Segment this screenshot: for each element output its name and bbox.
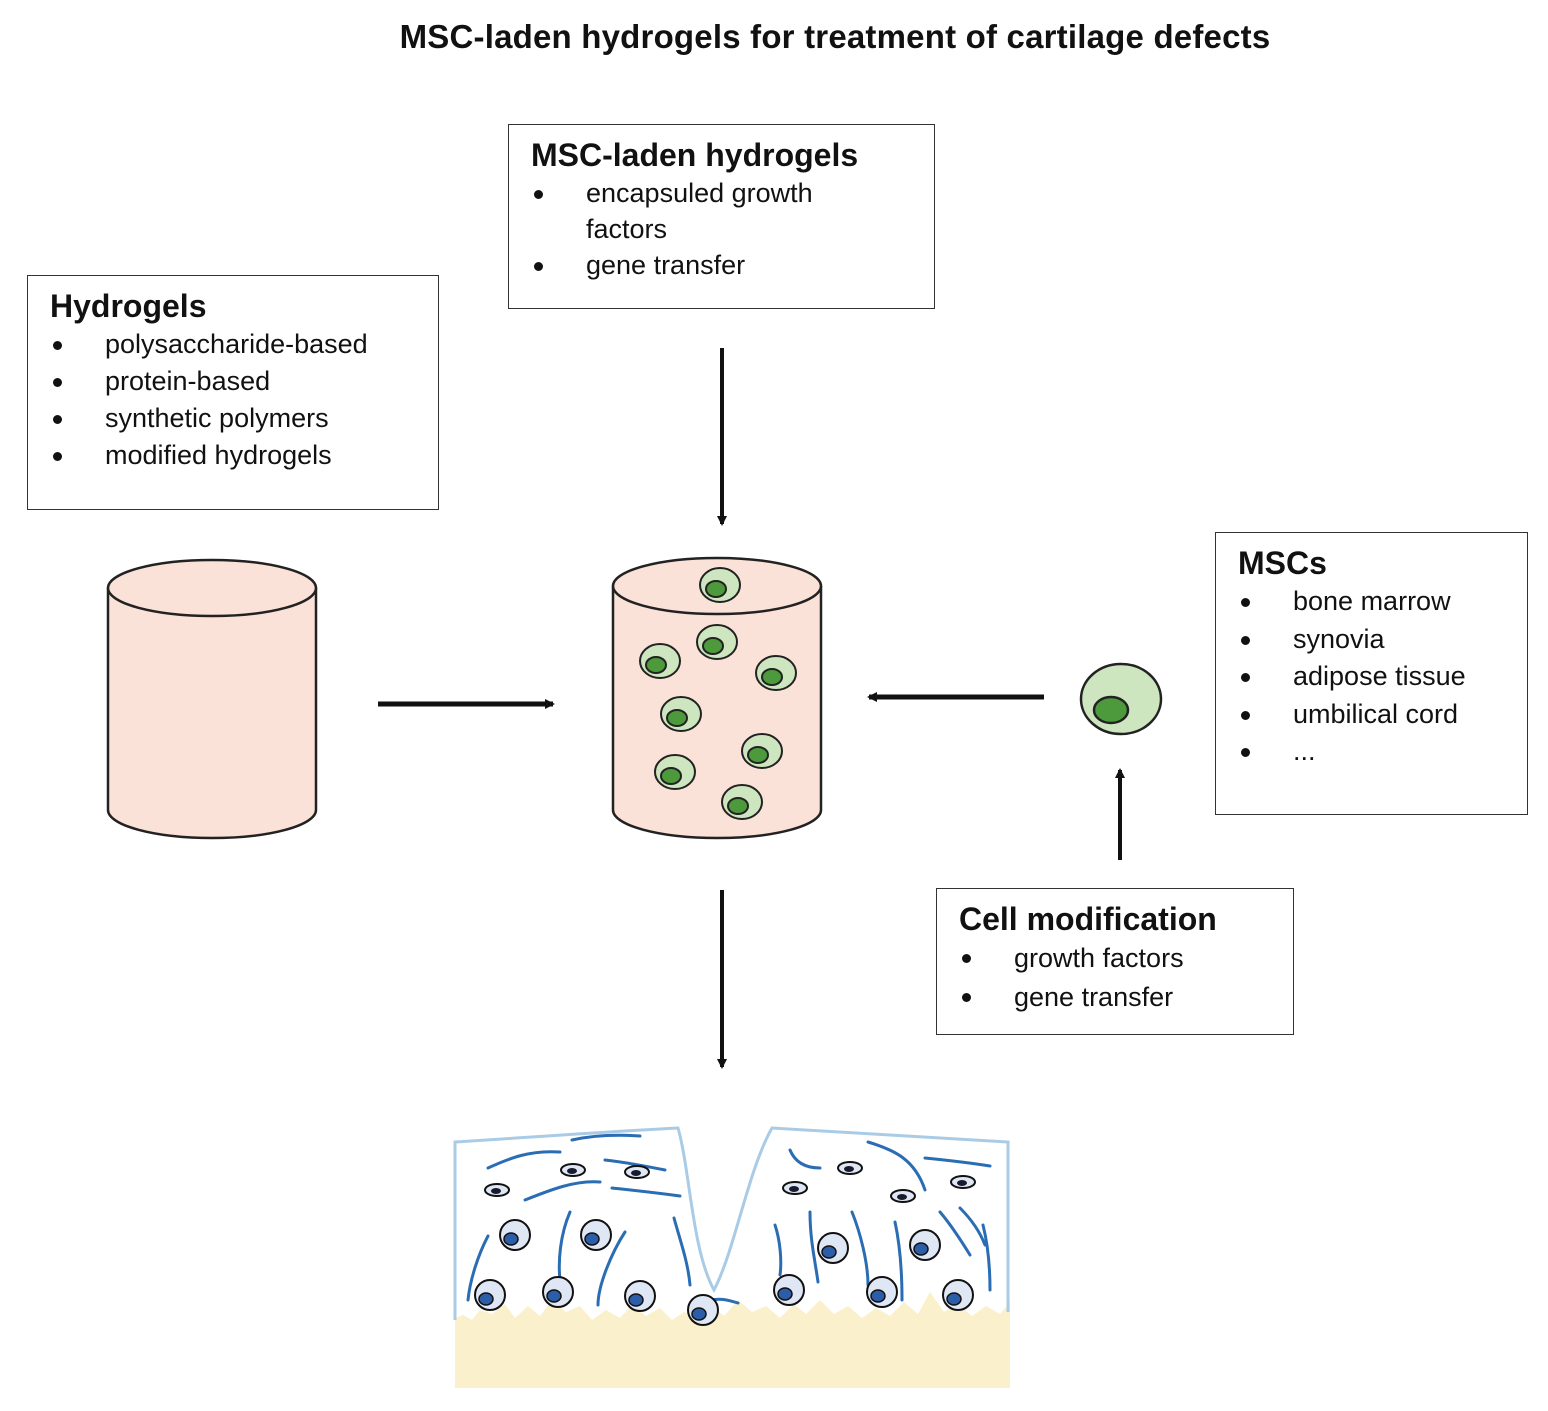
subchondral-bone bbox=[455, 1292, 1010, 1388]
list-item: gene transfer bbox=[531, 247, 914, 283]
chondrocyte bbox=[817, 1232, 849, 1264]
list-item: synovia bbox=[1238, 621, 1507, 659]
msc-cell bbox=[1079, 662, 1163, 736]
collagen-fiber bbox=[893, 1220, 904, 1302]
collagen-fiber bbox=[981, 1223, 992, 1292]
collagen-fiber bbox=[466, 1234, 490, 1302]
cartilage-defect bbox=[453, 1126, 1010, 1388]
chondrocyte bbox=[687, 1294, 719, 1326]
encapsulated-cell bbox=[721, 784, 763, 820]
surface-chondrocyte bbox=[560, 1163, 586, 1177]
mscs-list: bone marrow synovia adipose tissue umbil… bbox=[1238, 583, 1507, 771]
collagen-fiber bbox=[610, 1186, 682, 1198]
chondrocyte bbox=[773, 1274, 805, 1306]
surface-chondrocyte bbox=[837, 1161, 863, 1175]
collagen-fiber bbox=[672, 1216, 692, 1287]
list-item: encapsuled growth factors bbox=[531, 175, 836, 247]
collagen-fiber bbox=[570, 1133, 642, 1142]
mscs-box: MSCs bone marrow synovia adipose tissue … bbox=[1215, 532, 1528, 815]
msc-laden-hydrogels-box-title: MSC-laden hydrogels bbox=[531, 137, 859, 173]
collagen-fiber bbox=[866, 1140, 927, 1192]
encapsulated-cell bbox=[699, 567, 741, 603]
cell-modification-list: growth factors gene transfer bbox=[959, 939, 1273, 1017]
hydrogels-box-title: Hydrogels bbox=[50, 288, 207, 324]
list-item: adipose tissue bbox=[1238, 658, 1507, 696]
mscs-box-title: MSCs bbox=[1238, 545, 1327, 581]
collagen-fiber bbox=[603, 1158, 667, 1172]
collagen-fiber bbox=[773, 1223, 783, 1277]
list-item: umbilical cord bbox=[1238, 696, 1507, 734]
collagen-fiber bbox=[958, 1206, 987, 1247]
msc-laden-hydrogels-box: MSC-laden hydrogels encapsuled growth fa… bbox=[508, 124, 935, 309]
list-item: bone marrow bbox=[1238, 583, 1507, 621]
collagen-fiber bbox=[557, 1210, 572, 1282]
encapsulated-cell bbox=[696, 624, 738, 660]
msc-laden-hydrogel-cylinder bbox=[611, 556, 823, 840]
surface-chondrocyte bbox=[624, 1165, 650, 1179]
cartilage-outline bbox=[453, 1126, 1010, 1320]
chondrocyte bbox=[909, 1229, 941, 1261]
cell-modification-box-title: Cell modification bbox=[959, 901, 1217, 937]
collagen-fiber bbox=[788, 1148, 822, 1170]
hydrogel-cylinder bbox=[106, 558, 318, 840]
list-item: growth factors bbox=[959, 939, 1273, 978]
list-item: gene transfer bbox=[959, 978, 1273, 1017]
encapsulated-cell bbox=[639, 643, 681, 679]
encapsulated-cells bbox=[639, 567, 797, 820]
hydrogels-list: polysaccharide-based protein-based synth… bbox=[50, 326, 418, 474]
chondrocyte bbox=[499, 1219, 531, 1251]
cell-modification-box: Cell modification growth factors gene tr… bbox=[936, 888, 1294, 1035]
hydrogels-box: Hydrogels polysaccharide-based protein-b… bbox=[27, 275, 439, 510]
collagen-fiber bbox=[850, 1210, 870, 1287]
list-item: ... bbox=[1238, 733, 1507, 771]
surface-chondrocyte bbox=[484, 1183, 510, 1197]
surface-chondrocyte bbox=[950, 1175, 976, 1189]
chondrocyte bbox=[624, 1280, 656, 1312]
encapsulated-cell bbox=[755, 655, 797, 691]
chondrocyte bbox=[542, 1276, 574, 1308]
chondrocytes bbox=[474, 1161, 976, 1326]
collagen-fibers bbox=[466, 1133, 992, 1307]
msc-laden-hydrogels-list: encapsuled growth factors gene transfer bbox=[531, 175, 914, 283]
chondrocyte bbox=[942, 1279, 974, 1311]
chondrocyte bbox=[474, 1279, 506, 1311]
encapsulated-cell bbox=[654, 754, 696, 790]
collagen-fiber bbox=[808, 1210, 820, 1284]
surface-chondrocyte bbox=[890, 1189, 916, 1203]
surface-chondrocyte bbox=[782, 1181, 808, 1195]
encapsulated-cell bbox=[660, 696, 702, 732]
chondrocyte bbox=[580, 1219, 612, 1251]
encapsulated-cell bbox=[741, 733, 783, 769]
collagen-fiber bbox=[486, 1150, 562, 1170]
list-item: protein-based bbox=[50, 363, 418, 400]
list-item: polysaccharide-based bbox=[50, 326, 418, 363]
collagen-fiber bbox=[938, 1210, 972, 1257]
list-item: modified hydrogels bbox=[50, 437, 418, 474]
chondrocyte bbox=[866, 1276, 898, 1308]
figure-title: MSC-laden hydrogels for treatment of car… bbox=[399, 18, 1271, 55]
list-item: synthetic polymers bbox=[50, 400, 418, 437]
collagen-fiber bbox=[923, 1156, 992, 1168]
collagen-fiber bbox=[596, 1230, 627, 1307]
collagen-fiber bbox=[523, 1180, 602, 1202]
